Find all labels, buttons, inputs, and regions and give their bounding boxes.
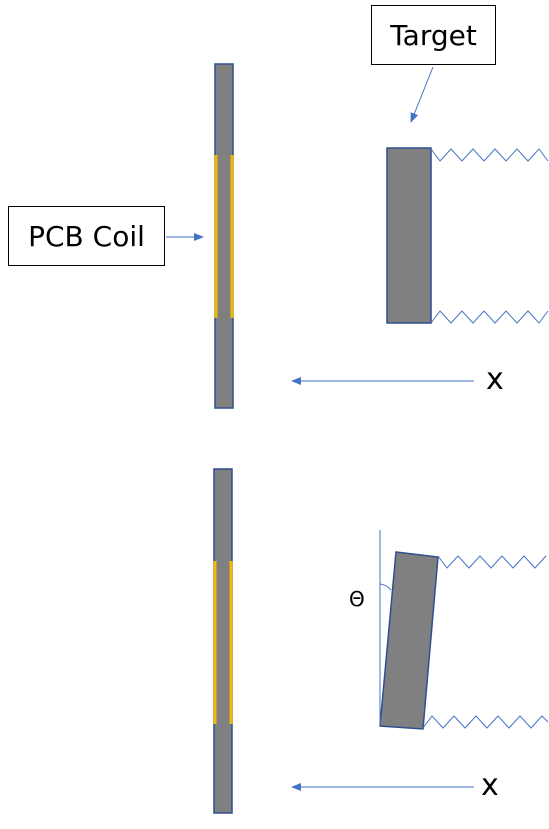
bottom-scene — [213, 468, 549, 814]
theta-label: Θ — [349, 587, 365, 611]
spring-top-upper — [430, 148, 549, 162]
pcb-board-bottom — [213, 468, 233, 814]
x-label-bottom: x — [481, 768, 499, 803]
pcb-coil-label: PCB Coil — [8, 206, 165, 266]
angle-arc — [379, 583, 392, 591]
x-label-top: x — [486, 362, 504, 397]
target-pointer-arrow — [410, 66, 434, 123]
target-block-tilted — [379, 551, 439, 730]
spring-top-lower — [430, 310, 549, 324]
top-scene — [166, 63, 549, 409]
spring-bottom-lower — [422, 715, 549, 729]
pcb-board-top — [214, 63, 234, 409]
spring-bottom-upper — [437, 555, 547, 569]
target-block-top — [386, 147, 432, 324]
target-label: Target — [371, 5, 496, 65]
